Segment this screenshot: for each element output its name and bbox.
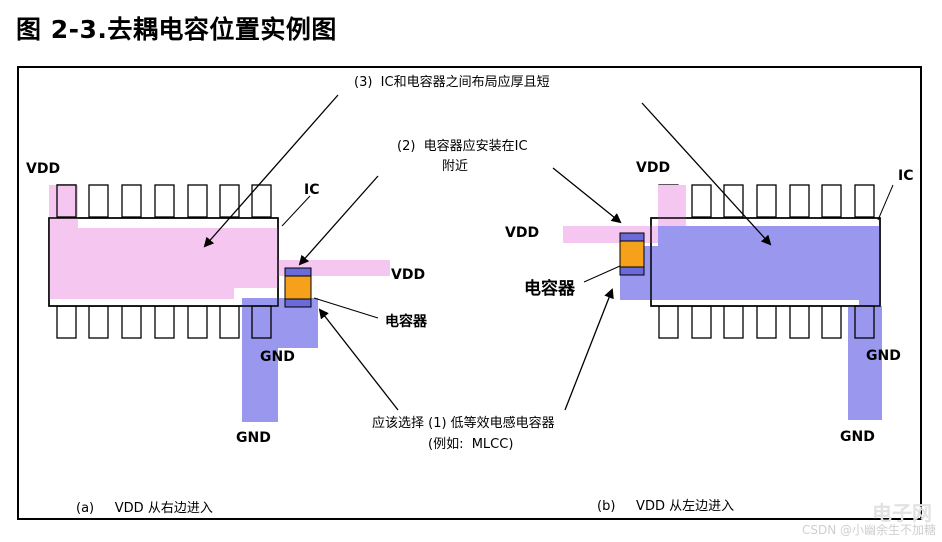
right-gnd-lower-label: GND <box>840 429 875 445</box>
note2-text-line2: 附近 <box>442 159 468 174</box>
left-arrow-note1 <box>318 308 399 411</box>
right-capacitor-label: 电容器 <box>524 278 576 299</box>
left-ic-label: IC <box>304 182 319 198</box>
right-ic-leader <box>877 184 894 221</box>
right-arrow-note2 <box>552 167 622 224</box>
right-diagram: VDD IC VDD 电容器 GND GND (b) VDD 从左边进入 <box>505 102 913 514</box>
left-gnd-lower-label: GND <box>236 430 271 446</box>
right-arrow-note3 <box>641 102 772 246</box>
figure-title: 图 2-3.去耦电容位置实例图 <box>16 15 337 44</box>
right-caption: (b) VDD 从左边进入 <box>597 499 734 514</box>
right-vdd-top-label: VDD <box>636 160 670 176</box>
left-top-pins <box>56 184 272 218</box>
left-arrow-note3 <box>203 94 339 248</box>
note1-text-line2: (例如: MLCC) <box>428 436 513 452</box>
right-bottom-pins <box>658 305 875 339</box>
right-vdd-trace <box>563 185 686 243</box>
left-caption: (a) VDD 从右边进入 <box>76 501 213 516</box>
left-capacitor-leader <box>313 297 379 319</box>
left-capacitor <box>284 267 312 308</box>
right-gnd-trace <box>620 226 882 420</box>
right-gnd-upper-label: GND <box>866 348 901 364</box>
note2-text-line1: (2) 电容器应安装在IC <box>397 138 528 154</box>
left-gnd-trace <box>242 298 318 422</box>
annotations: (3) IC和电容器之间布局应厚且短 (2) 电容器应安装在IC 附近 应该选择… <box>354 74 555 452</box>
left-gnd-upper-label: GND <box>260 349 295 365</box>
left-bottom-pins <box>56 305 272 339</box>
left-vdd-top-label: VDD <box>26 161 60 177</box>
note3-text: (3) IC和电容器之间布局应厚且短 <box>354 74 550 90</box>
right-vdd-left-label: VDD <box>505 225 539 241</box>
left-arrow-note2 <box>298 175 379 266</box>
right-capacitor <box>619 232 645 276</box>
left-capacitor-label: 电容器 <box>385 313 428 330</box>
right-ic-label: IC <box>898 168 913 184</box>
left-diagram: VDD IC VDD 电容器 GND GND (a) VDD 从右边进入 <box>26 94 428 516</box>
left-vdd-right-label: VDD <box>391 267 425 283</box>
left-ic-leader <box>281 195 311 227</box>
diagram-frame <box>17 66 922 520</box>
site-logo: 电子网 <box>872 501 932 525</box>
note1-text-line1: 应该选择 (1) 低等效电感电容器 <box>372 415 555 431</box>
right-capacitor-leader <box>583 265 621 283</box>
right-arrow-note1 <box>564 288 614 411</box>
watermark-text: CSDN @小幽余生不加糖 <box>801 523 936 537</box>
right-top-pins <box>658 184 875 218</box>
